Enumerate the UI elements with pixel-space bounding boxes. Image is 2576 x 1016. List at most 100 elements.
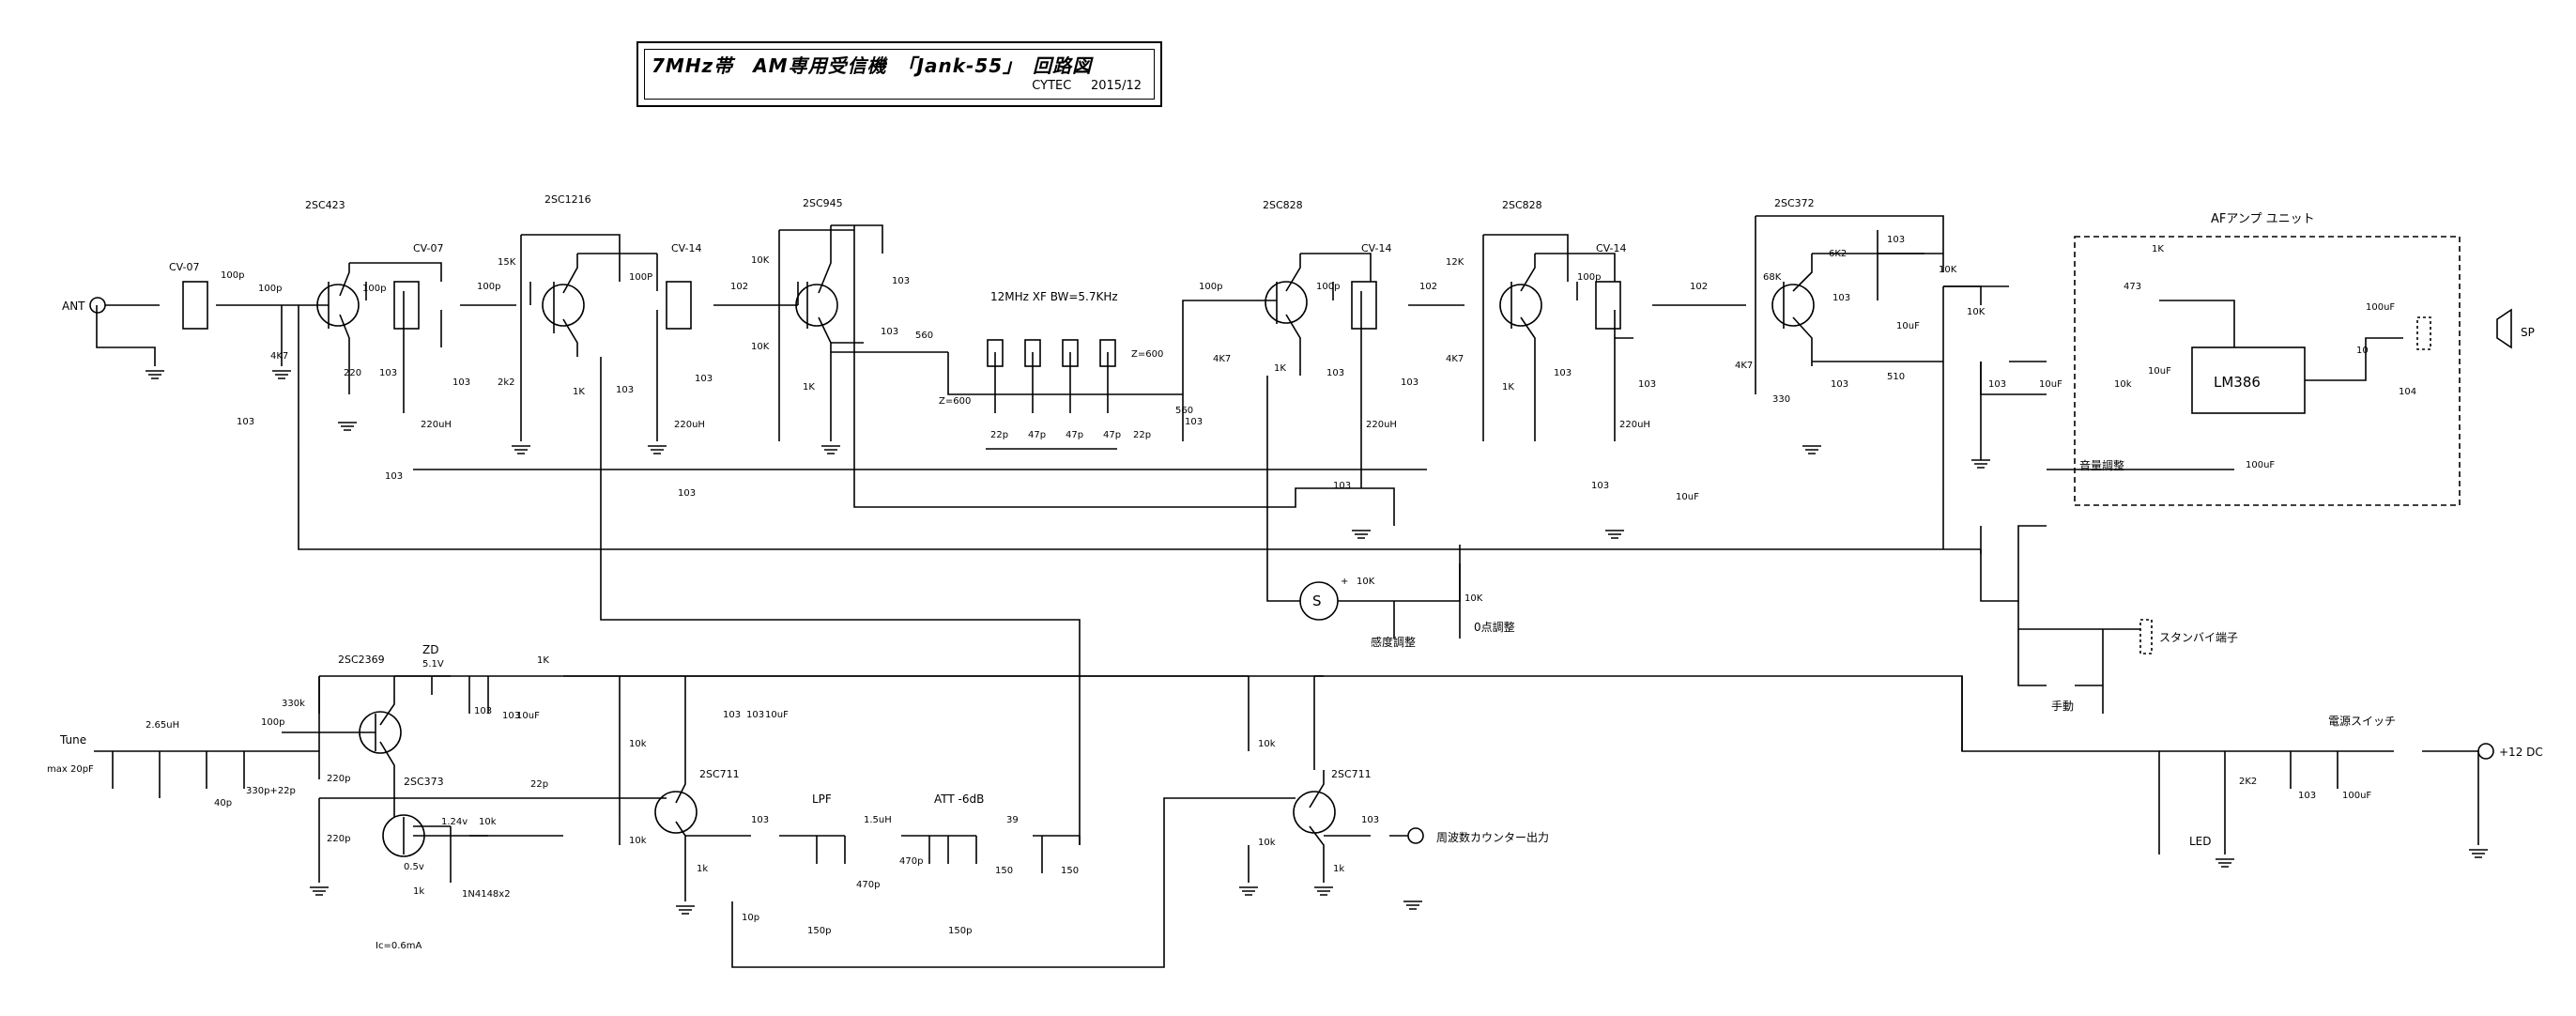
z600-out-label: Z=600	[1131, 349, 1163, 360]
component-value: 103	[1401, 377, 1418, 388]
ic-label: Ic=0.6mA	[376, 941, 422, 951]
component-value: 103	[452, 377, 470, 388]
company-name: CYTEC	[1032, 79, 1072, 93]
coil-cv14-1-icon	[666, 281, 692, 330]
component-value: 22p	[1133, 430, 1151, 440]
component-value: 10k	[629, 836, 647, 846]
xf-label: 12MHz XF BW=5.7KHz	[990, 290, 1118, 303]
component-value: 220uH	[1619, 420, 1650, 430]
component-value: 330	[1772, 394, 1790, 405]
component-value: 103	[1333, 481, 1351, 491]
component-value: 330k	[282, 699, 305, 709]
component-value: 103	[502, 711, 520, 721]
component-value: 10k	[629, 739, 647, 749]
led-label: LED	[2189, 835, 2212, 848]
z600-in-label: Z=600	[939, 396, 971, 407]
tune-cap-label: max 20pF	[47, 764, 94, 775]
zd-voltage-label: 5.1V	[422, 659, 444, 670]
standby-label: スタンバイ端子	[2159, 631, 2238, 644]
component-value: 103	[1554, 368, 1572, 378]
component-value: 100P	[629, 272, 652, 283]
transistor-label: 2SC373	[404, 776, 444, 788]
att-label: ATT -6dB	[934, 793, 984, 806]
component-value: 220uH	[421, 420, 452, 430]
component-value: 1K	[1274, 363, 1286, 374]
component-value: 220uH	[674, 420, 705, 430]
coil-label: CV-14	[671, 242, 702, 254]
component-value: 2.65uH	[146, 720, 179, 731]
component-value: 10uF	[2039, 379, 2062, 390]
component-value: 470p	[899, 856, 923, 867]
title-credit: CYTEC 2015/12	[1032, 79, 1142, 93]
s-meter-icon	[1299, 581, 1339, 621]
component-value: 39	[1006, 815, 1019, 825]
component-value: 10K	[751, 255, 770, 266]
coil-label: CV-14	[1596, 242, 1627, 254]
component-value: 103	[881, 327, 898, 337]
component-value: 47p	[1028, 430, 1046, 440]
transistor-2sc423-icon	[316, 284, 360, 327]
component-value: 100p	[1316, 282, 1340, 292]
component-value: 10k	[1258, 838, 1276, 848]
component-value: 102	[1690, 282, 1708, 292]
transistor-symbols	[316, 281, 1815, 857]
component-value: 103	[1591, 481, 1609, 491]
component-value: 103	[385, 471, 403, 482]
coil-label: CV-07	[169, 261, 200, 273]
component-value: 103	[1887, 235, 1905, 245]
component-value: 470p	[856, 880, 880, 890]
if-transformer-symbols	[182, 281, 1621, 367]
component-value: 103	[1831, 379, 1848, 390]
transistor-label: 2SC711	[699, 768, 740, 780]
component-value: 103	[892, 276, 910, 286]
meter-plus-label: +	[1341, 577, 1348, 587]
sp-label: SP	[2521, 326, 2535, 339]
title-block: 7MHz帯 AM専用受信機 「Jank-55」 回路図 CYTEC 2015/1…	[636, 41, 1162, 107]
component-value: 1K	[1502, 382, 1514, 393]
component-value: 100p	[258, 284, 282, 294]
component-value: 103	[1832, 293, 1850, 303]
component-value: 100uF	[2366, 302, 2395, 313]
af-feedback-wire	[2159, 300, 2235, 347]
component-value: 47p	[1103, 430, 1121, 440]
counter-terminal-icon	[1407, 827, 1424, 844]
component-value: 100uF	[2342, 791, 2371, 801]
counter-out-label: 周波数カウンター出力	[1436, 830, 1549, 844]
v05-label: 0.5v	[404, 862, 424, 872]
coil-label: CV-07	[413, 242, 444, 254]
component-value: 150	[1061, 866, 1079, 876]
component-value: 6K2	[1829, 249, 1847, 259]
meter-label: S	[1312, 593, 1322, 609]
component-value: 220	[344, 368, 361, 378]
component-value: 103	[474, 706, 492, 716]
speaker-icon	[2496, 308, 2512, 349]
component-value: 104	[2399, 387, 2416, 397]
coil-cv07-2-icon	[393, 281, 420, 330]
v124-label: 1.24v	[441, 817, 468, 827]
component-value: 10uF	[1676, 492, 1699, 502]
tune-label: Tune	[59, 733, 86, 747]
component-value: 10K	[1357, 577, 1375, 587]
crystal-1-icon	[987, 339, 1004, 367]
component-value: 1k	[1333, 864, 1344, 874]
component-value: 10uF	[1896, 321, 1920, 331]
component-value: 102	[1419, 282, 1437, 292]
component-value: 220p	[327, 834, 350, 844]
component-value: 103	[746, 710, 764, 720]
diodes-label: 1N4148x2	[462, 889, 511, 900]
component-value: 4K7	[1446, 354, 1464, 364]
transistor-2sc828-b-icon	[1499, 284, 1542, 327]
lpf-label: LPF	[812, 793, 832, 806]
transistor-2sc945-icon	[795, 284, 838, 327]
component-value: 100p	[261, 717, 284, 728]
zero-adjust-label: 0点調整	[1474, 620, 1515, 634]
transistor-label: 2SC711	[1331, 768, 1372, 780]
component-value: 1K	[537, 655, 549, 666]
component-value: 2K2	[2239, 777, 2257, 787]
component-value: 10k	[1258, 739, 1276, 749]
component-value: 10	[2356, 346, 2369, 356]
schematic-labels: ANT SP +12 DC AFアンプ ユニット LM386 音量調整 感度調整…	[47, 193, 2543, 951]
transistor-2sc373-icon	[382, 814, 425, 857]
component-value: 10uF	[765, 710, 789, 720]
